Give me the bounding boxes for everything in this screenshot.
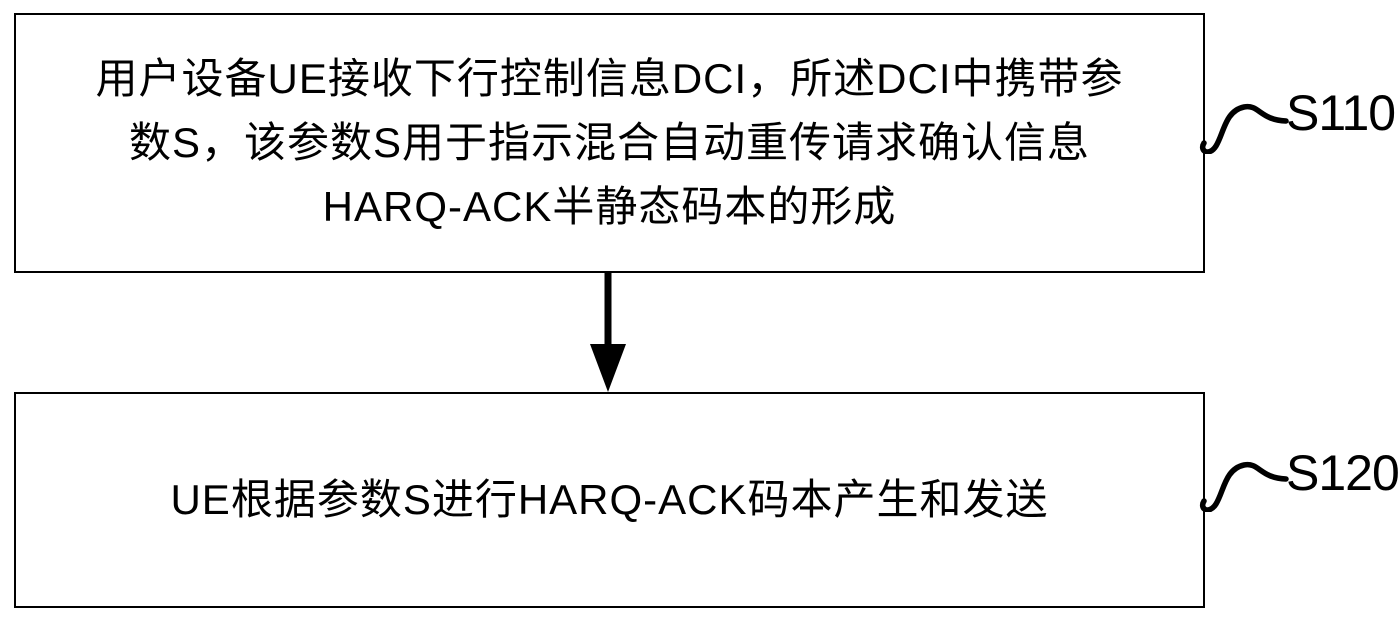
step-s120-text: UE根据参数S进行HARQ-ACK码本产生和发送 — [150, 468, 1068, 532]
step-s110-line-3: HARQ-ACK半静态码本的形成 — [322, 183, 897, 230]
squiggle-connector-icon — [1200, 461, 1289, 512]
down-arrow-icon — [590, 272, 626, 392]
step-box-s120: UE根据参数S进行HARQ-ACK码本产生和发送 — [14, 392, 1205, 608]
step-label-s110: S110 — [1286, 85, 1396, 141]
step-s110-line-2: 数S，该参数S用于指示混合自动重传请求确认信息 — [128, 119, 1090, 166]
step-s110-text: 用户设备UE接收下行控制信息DCI，所述DCI中携带参 数S，该参数S用于指示混… — [75, 47, 1143, 239]
step-s110-line-1: 用户设备UE接收下行控制信息DCI，所述DCI中携带参 — [95, 55, 1124, 102]
step-box-s110: 用户设备UE接收下行控制信息DCI，所述DCI中携带参 数S，该参数S用于指示混… — [14, 13, 1205, 273]
step-label-s120: S120 — [1286, 445, 1398, 501]
squiggle-connector-icon — [1200, 103, 1289, 154]
step-s120-line-1: UE根据参数S进行HARQ-ACK码本产生和发送 — [170, 476, 1049, 523]
